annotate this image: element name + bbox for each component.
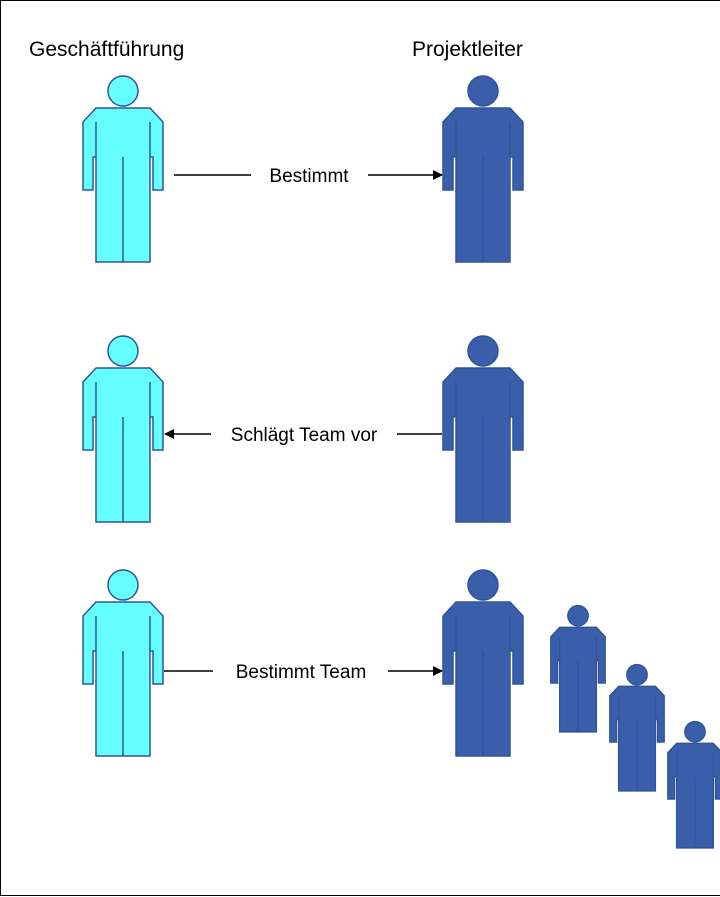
arrow-label-row1: Bestimmt xyxy=(269,166,349,187)
management-figure-row2 xyxy=(82,335,164,523)
team-member-figure-1 xyxy=(550,604,606,733)
team-member-figure-2 xyxy=(609,663,665,792)
arrow-label-row3: Bestimmt Team xyxy=(236,662,367,683)
team-member-figure-3 xyxy=(667,720,720,849)
project-lead-figure-row1 xyxy=(442,75,524,263)
header-management: Geschäftführung xyxy=(29,38,184,61)
arrow-label-row2: Schlägt Team vor xyxy=(231,425,378,446)
management-figure-row1 xyxy=(82,75,164,263)
project-lead-figure-row2 xyxy=(442,335,524,523)
header-project-lead: Projektleiter xyxy=(412,38,523,61)
project-lead-figure-row3 xyxy=(442,569,524,757)
management-figure-row3 xyxy=(82,569,164,757)
